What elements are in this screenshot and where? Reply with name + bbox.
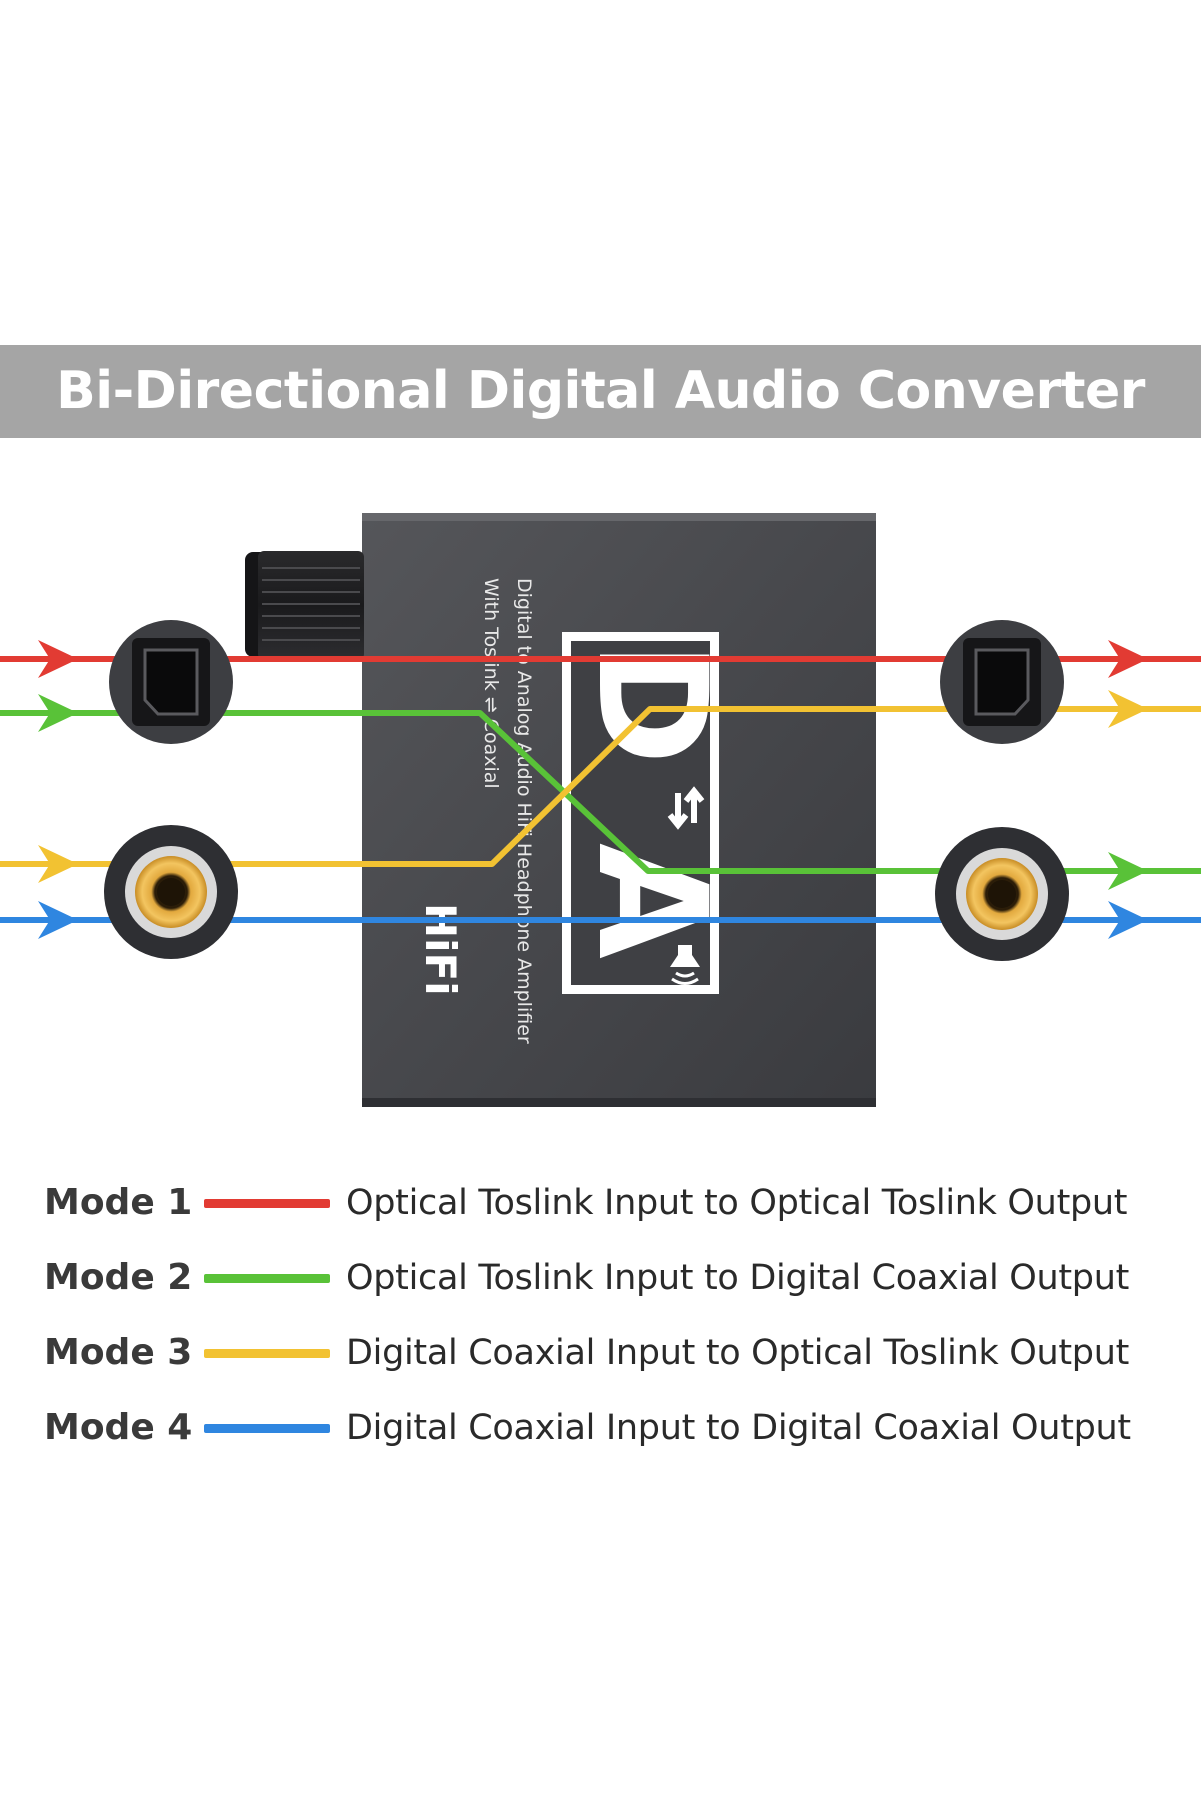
converter-device: D A Digital to Analog Audio HiFi Headpho… — [245, 513, 876, 1107]
arrow-right-icon — [38, 901, 78, 939]
volume-knob-body — [258, 551, 364, 660]
da-logo-letter-a: A — [564, 843, 738, 959]
page-title: Bi-Directional Digital Audio Converter — [56, 361, 1145, 421]
coaxial-port-icon — [104, 825, 238, 959]
volume-knob-icon — [245, 551, 364, 660]
mode-label: Mode 2 — [44, 1257, 193, 1298]
arrow-right-icon — [38, 694, 78, 732]
arrow-right-icon — [1108, 640, 1148, 678]
arrow-right-icon — [1108, 901, 1148, 939]
device-body-bottom-edge — [362, 1098, 876, 1107]
device-label-line2: With Toslink ⇌ Coaxial — [480, 578, 502, 789]
optical-port-icon — [109, 620, 233, 744]
mode3-signal-line — [0, 706, 1201, 867]
da-logo-inner — [571, 641, 710, 985]
input-arrows — [38, 640, 78, 939]
device-brand-hifi: HiFi — [416, 903, 465, 996]
mode-color-swatch — [204, 1424, 330, 1433]
optical-port-icon — [940, 620, 1064, 744]
arrow-right-icon — [1108, 852, 1148, 890]
speaker-wave-icon — [670, 945, 700, 985]
mode-color-swatch — [204, 1199, 330, 1208]
output-arrows — [1108, 640, 1148, 939]
device-body-edge — [362, 513, 876, 521]
device-label-line1: Digital to Analog Audio HiFi Headphone A… — [513, 578, 535, 1044]
mode-description: Digital Coaxial Input to Digital Coaxial… — [346, 1408, 1131, 1448]
optical-port-opening — [143, 648, 199, 716]
arrow-right-icon — [1108, 690, 1148, 728]
bidirectional-arrow-icon — [667, 786, 705, 830]
title-banner: Bi-Directional Digital Audio Converter — [0, 345, 1201, 438]
legend-row-mode3: Mode 3 Digital Coaxial Input to Optical … — [0, 1323, 1201, 1383]
mode-color-swatch — [204, 1349, 330, 1358]
legend-row-mode2: Mode 2 Optical Toslink Input to Digital … — [0, 1248, 1201, 1308]
optical-port-opening — [974, 648, 1030, 716]
volume-knob-grip — [262, 567, 360, 641]
mode-description: Optical Toslink Input to Optical Toslink… — [346, 1183, 1128, 1223]
mode-description: Digital Coaxial Input to Optical Toslink… — [346, 1333, 1130, 1373]
coaxial-port-pin — [157, 878, 185, 906]
legend-row-mode4: Mode 4 Digital Coaxial Input to Digital … — [0, 1398, 1201, 1458]
mode-description: Optical Toslink Input to Digital Coaxial… — [346, 1258, 1130, 1298]
arrow-right-icon — [38, 640, 78, 678]
arrow-right-icon — [38, 845, 78, 883]
mode-label: Mode 4 — [44, 1407, 193, 1448]
coaxial-port-icon — [935, 827, 1069, 961]
mode-color-swatch — [204, 1274, 330, 1283]
mode-label: Mode 3 — [44, 1332, 193, 1373]
mode-label: Mode 1 — [44, 1182, 193, 1223]
legend-row-mode1: Mode 1 Optical Toslink Input to Optical … — [0, 1173, 1201, 1233]
coaxial-port-pin — [988, 880, 1016, 908]
